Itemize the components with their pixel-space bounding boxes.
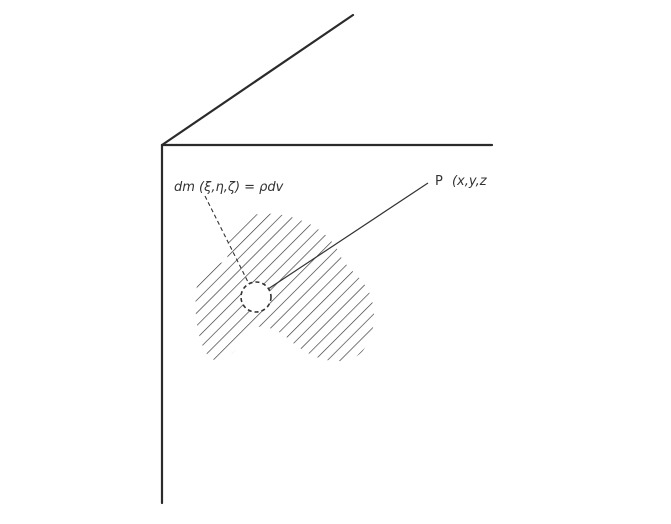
field-point-name: P	[435, 174, 443, 189]
leader-line-dm-label	[204, 195, 250, 285]
field-point-coords: (x,y,z	[452, 174, 488, 189]
axis-oblique	[160, 13, 355, 147]
leader-line-to-point-p	[255, 182, 429, 298]
hatched-body	[195, 213, 375, 362]
mass-element-label: dm (ξ,η,ζ) = ρdv	[174, 180, 284, 195]
field-point-label: P (x,y,z	[435, 174, 488, 189]
mass-element-circle	[240, 281, 272, 313]
